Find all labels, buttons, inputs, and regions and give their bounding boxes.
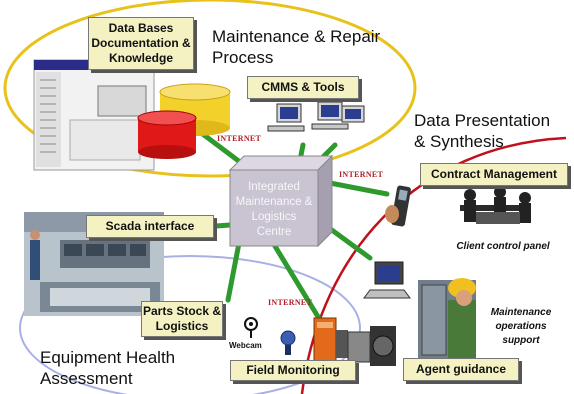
- maintenance-region-label: Maintenance & Repair Process: [212, 27, 381, 67]
- scada-interface-box: Scada interface: [86, 215, 214, 238]
- contract-management-box: Contract Management: [420, 163, 568, 186]
- equipment-health-region-label: Equipment Health Assessment: [40, 348, 176, 388]
- agent-photo: [418, 278, 476, 360]
- sensor-icon: [280, 330, 296, 355]
- parts-stock-box: Parts Stock & Logistics: [141, 301, 223, 337]
- centre-label: Integrated Maintenance & Logistics Centr…: [235, 181, 313, 238]
- agent-guidance-box: Agent guidance: [403, 358, 519, 381]
- internet-label: INTERNET: [268, 298, 313, 307]
- laptop-icon: [363, 261, 411, 299]
- field-monitoring-box: Field Monitoring: [230, 360, 356, 381]
- internet-label: INTERNET: [217, 134, 262, 143]
- field-machinery-image: [313, 317, 396, 366]
- cmms-tools-box: CMMS & Tools: [247, 76, 359, 99]
- documentation-screenshot: [33, 59, 155, 171]
- maintenance-operations-support-caption: Maintenance operations support: [490, 307, 552, 346]
- client-meeting-image: [460, 186, 531, 224]
- webcam-icon: [244, 317, 258, 338]
- computer-icon: [341, 105, 365, 123]
- data-presentation-region-label: Data Presentation & Synthesis: [414, 111, 551, 151]
- computer-icon: [267, 103, 305, 132]
- webcam-caption: Webcam: [229, 341, 262, 350]
- databases-box: Data Bases Documentation & Knowledge: [88, 17, 194, 70]
- centre-cube: [228, 154, 334, 248]
- mobile-phone-icon: [385, 185, 411, 227]
- equipment-health-ellipse: [19, 255, 361, 394]
- internet-label: INTERNET: [339, 170, 384, 179]
- database-cylinder-red: [137, 110, 197, 159]
- client-control-panel-caption: Client control panel: [456, 241, 550, 252]
- maintenance-ellipse: [3, 0, 417, 178]
